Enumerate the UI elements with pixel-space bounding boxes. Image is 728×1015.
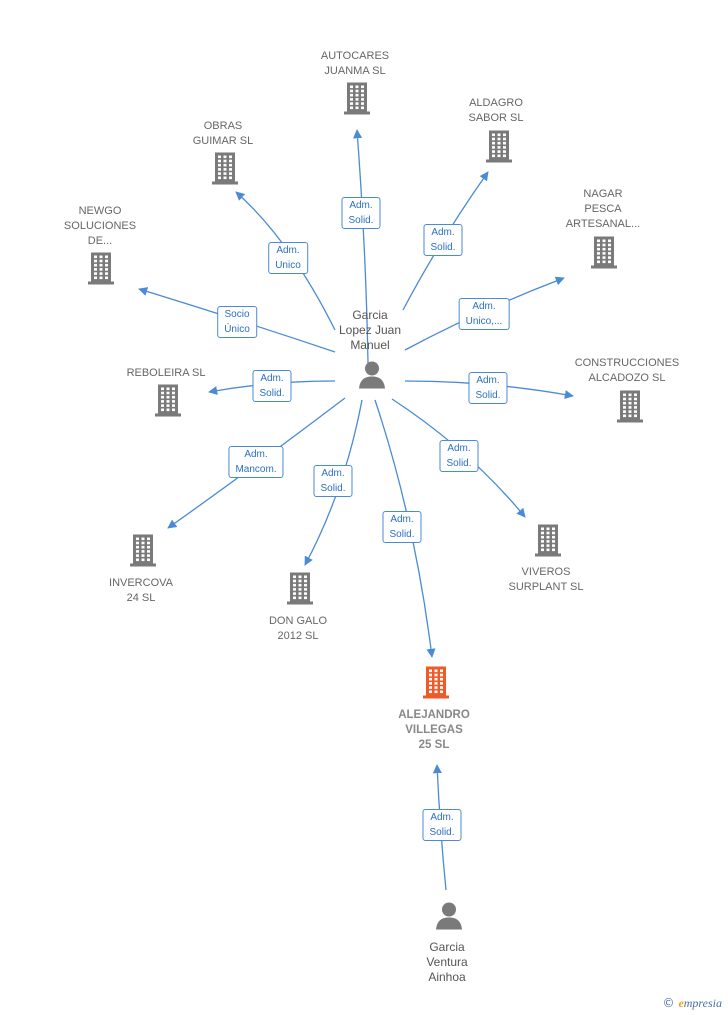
company-label-obras[interactable]: OBRAS GUIMAR SL (192, 120, 254, 147)
company-label-invercova[interactable]: INVERCOVA 24 SL (109, 577, 173, 604)
role-label-second-person: Adm. Solid. (422, 809, 462, 841)
company-label-autocares[interactable]: AUTOCARES JUANMA SL (320, 50, 390, 77)
person-icon[interactable] (357, 360, 387, 395)
building-icon[interactable] (153, 384, 183, 423)
role-label-viveros: Adm. Solid. (439, 440, 479, 472)
center-person-label[interactable]: Garcia Lopez Juan Manuel (338, 308, 402, 352)
empresia-logo: ©empresia (662, 996, 722, 1010)
role-label-nagar: Adm. Unico,... (458, 298, 510, 330)
role-label-obras: Adm. Unico (268, 242, 308, 274)
building-icon[interactable] (86, 252, 116, 291)
role-label-construcciones: Adm. Solid. (468, 372, 508, 404)
role-label-reboleira: Adm. Solid. (252, 370, 292, 402)
role-label-alejandro: Adm. Solid. (382, 511, 422, 543)
building-icon[interactable] (342, 82, 372, 121)
company-label-newgo[interactable]: NEWGO SOLUCIONES DE... (63, 205, 137, 247)
building-icon[interactable] (285, 572, 315, 611)
building-icon[interactable] (128, 534, 158, 573)
building-icon[interactable] (484, 130, 514, 169)
company-label-construcciones[interactable]: CONSTRUCCIONES ALCADOZO SL (574, 357, 680, 384)
role-label-dongalo: Adm. Solid. (313, 465, 353, 497)
edge-autocares (353, 129, 369, 364)
company-label-alejandro[interactable]: ALEJANDRO VILLEGAS 25 SL (398, 709, 470, 751)
company-label-aldagro[interactable]: ALDAGRO SABOR SL (468, 97, 524, 124)
role-label-invercova: Adm. Mancom. (228, 446, 284, 478)
building-icon[interactable] (421, 666, 451, 705)
building-icon[interactable] (533, 524, 563, 563)
building-icon[interactable] (615, 390, 645, 429)
company-label-nagar[interactable]: NAGAR PESCA ARTESANAL... (565, 188, 641, 230)
copyright-symbol: © (662, 996, 675, 1010)
second-person-label[interactable]: Garcia Ventura Ainhoa (426, 940, 468, 984)
building-icon[interactable] (589, 236, 619, 275)
role-label-newgo: Socio Único (217, 306, 257, 338)
company-label-reboleira[interactable]: REBOLEIRA SL (126, 367, 206, 379)
company-label-viveros[interactable]: VIVEROS SURPLANT SL (508, 566, 584, 593)
role-label-aldagro: Adm. Solid. (423, 224, 463, 256)
company-label-dongalo[interactable]: DON GALO 2012 SL (268, 615, 328, 642)
building-icon[interactable] (210, 152, 240, 191)
role-label-autocares: Adm. Solid. (341, 197, 381, 229)
person-icon[interactable] (434, 901, 464, 936)
